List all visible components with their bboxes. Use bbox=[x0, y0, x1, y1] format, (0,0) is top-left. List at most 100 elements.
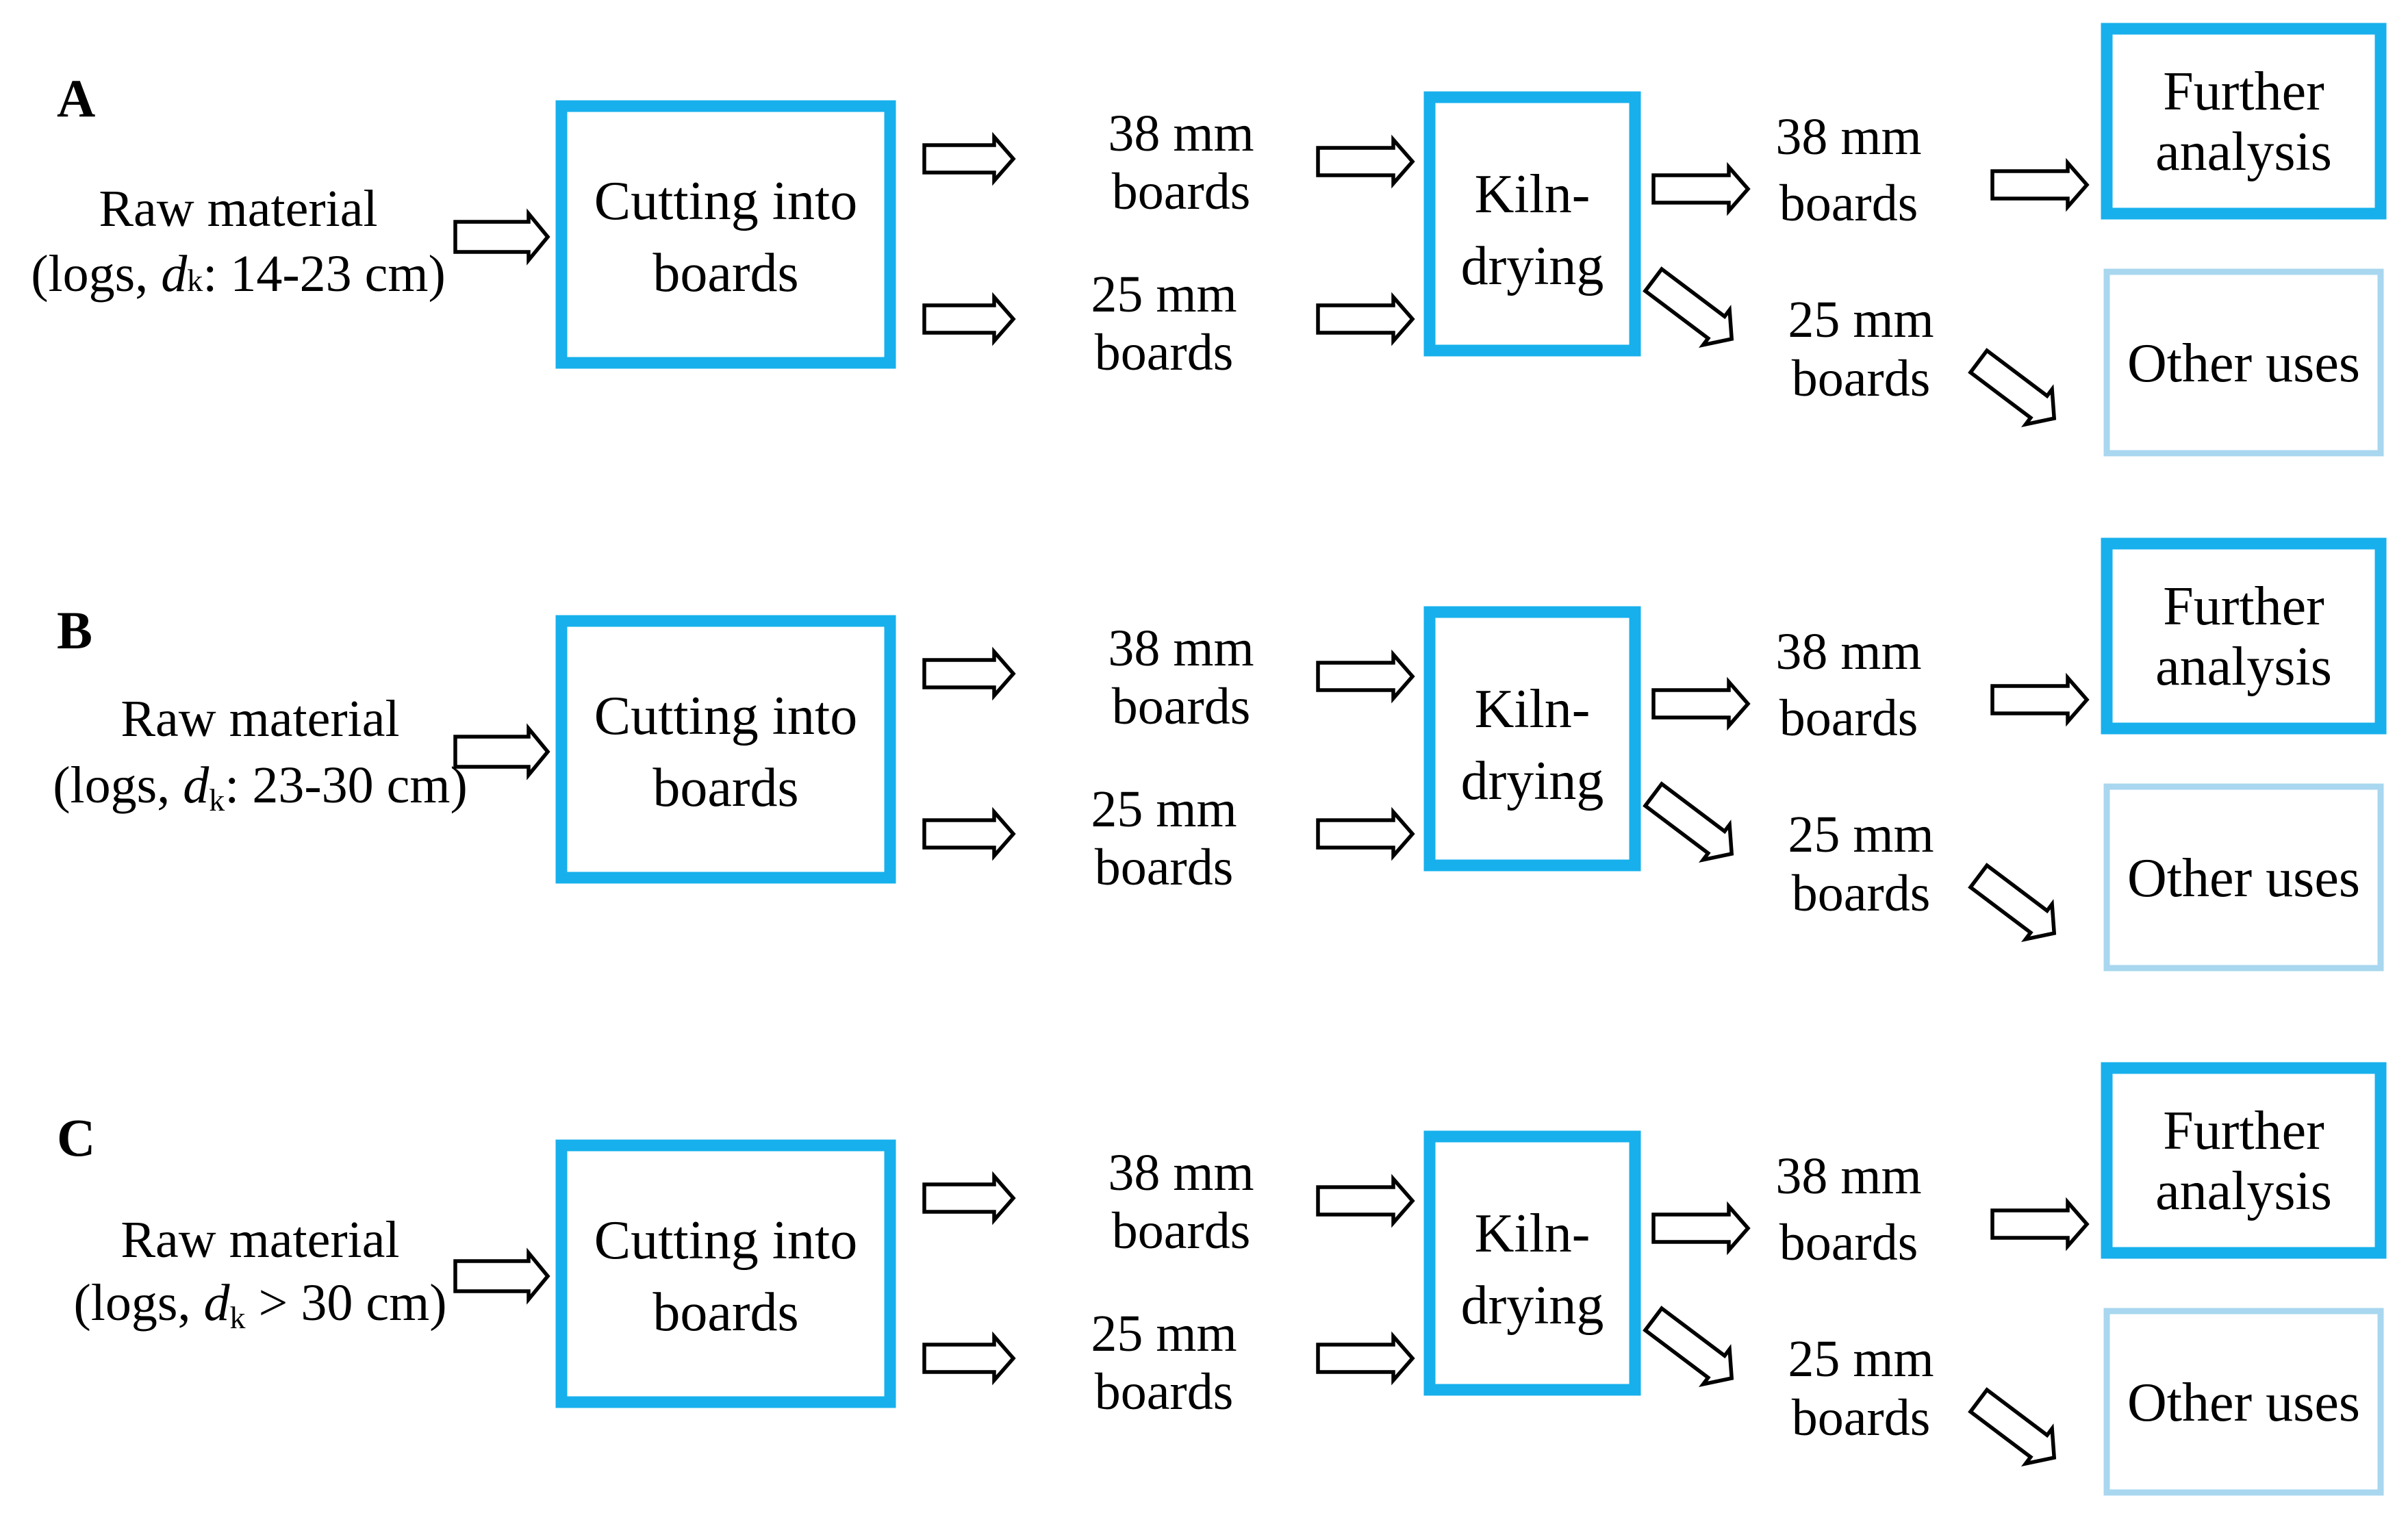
raw-material-line2: (logs, dk > 30 cm) bbox=[73, 1274, 446, 1335]
arrow-to-further-analysis bbox=[1990, 672, 2090, 727]
kiln-line2: drying bbox=[1461, 751, 1604, 811]
other-uses-label: Other uses bbox=[2127, 333, 2360, 394]
other-uses-label: Other uses bbox=[2127, 848, 2360, 909]
arrow-to-other-uses bbox=[1968, 1387, 2057, 1466]
further-analysis-box bbox=[2101, 537, 2387, 735]
dried-25mm-line1: 25 mm bbox=[1788, 291, 1934, 348]
cutting-line1: Cutting into bbox=[594, 171, 858, 231]
other-uses-label: Other uses bbox=[2127, 1373, 2360, 1433]
further-line2: analysis bbox=[2155, 1161, 2332, 1221]
boards-25mm-line2: boards bbox=[1095, 1363, 1234, 1421]
dried-25mm-line2: boards bbox=[1792, 350, 1931, 407]
boards-25mm-line2: boards bbox=[1095, 324, 1234, 381]
other-uses-box bbox=[2103, 1308, 2384, 1496]
boards-38mm-line1: 38 mm bbox=[1108, 105, 1254, 162]
further-analysis-box bbox=[2101, 23, 2387, 220]
arrow-kiln-to-dried-38mm bbox=[1651, 1201, 1751, 1256]
dried-25mm-line1: 25 mm bbox=[1788, 1330, 1934, 1388]
other-uses-box bbox=[2103, 783, 2384, 971]
boards-38mm-line2: boards bbox=[1112, 163, 1251, 220]
arrow-kiln-to-dried-25mm bbox=[1643, 1306, 1734, 1387]
kiln-drying-box bbox=[1423, 606, 1641, 872]
arrow-kiln-to-dried-25mm bbox=[1643, 781, 1734, 863]
boards-25mm-line1: 25 mm bbox=[1091, 266, 1237, 323]
arrow-cutting-to-38mm bbox=[922, 1171, 1016, 1225]
boards-25mm-line1: 25 mm bbox=[1091, 1305, 1237, 1362]
cutting-line2: boards bbox=[652, 1282, 798, 1343]
cutting-box bbox=[555, 100, 896, 369]
panel-letter: A bbox=[57, 68, 95, 128]
panel-a: A Raw material (logs, dk: 14-23 cm) Cutt… bbox=[31, 23, 2387, 457]
arrow-38mm-to-kiln bbox=[1316, 134, 1415, 189]
further-line2: analysis bbox=[2155, 637, 2332, 697]
raw-material-line2: (logs, dk: 14-23 cm) bbox=[31, 245, 446, 303]
panel-letter: B bbox=[57, 600, 92, 660]
cutting-line1: Cutting into bbox=[594, 1210, 858, 1271]
arrow-25mm-to-kiln bbox=[1316, 292, 1415, 346]
arrow-cutting-to-25mm bbox=[922, 807, 1016, 861]
panel-letter: C bbox=[57, 1108, 95, 1167]
kiln-line2: drying bbox=[1461, 1275, 1604, 1336]
arrow-to-further-analysis bbox=[1990, 157, 2090, 212]
cutting-box bbox=[555, 615, 896, 884]
cutting-line2: boards bbox=[652, 758, 798, 818]
arrow-to-other-uses bbox=[1968, 863, 2057, 942]
boards-38mm-line1: 38 mm bbox=[1108, 1144, 1254, 1202]
dried-25mm-line1: 25 mm bbox=[1788, 806, 1934, 863]
further-line1: Further bbox=[2163, 62, 2324, 122]
arrow-kiln-to-dried-38mm bbox=[1651, 676, 1751, 731]
dried-25mm-line2: boards bbox=[1792, 1389, 1931, 1447]
dried-38mm-line1: 38 mm bbox=[1775, 108, 1921, 166]
boards-38mm-line1: 38 mm bbox=[1108, 620, 1254, 677]
dried-38mm-line2: boards bbox=[1779, 689, 1918, 747]
raw-material-line1: Raw material bbox=[121, 1211, 399, 1269]
arrow-to-further-analysis bbox=[1990, 1197, 2090, 1252]
kiln-drying-box bbox=[1423, 91, 1641, 357]
boards-25mm-line1: 25 mm bbox=[1091, 780, 1237, 838]
dried-38mm-line1: 38 mm bbox=[1775, 623, 1921, 681]
kiln-line2: drying bbox=[1461, 236, 1604, 296]
dried-38mm-line2: boards bbox=[1779, 175, 1918, 232]
kiln-line1: Kiln- bbox=[1475, 164, 1590, 225]
further-line1: Further bbox=[2163, 1101, 2324, 1161]
arrow-25mm-to-kiln bbox=[1316, 807, 1415, 861]
arrow-38mm-to-kiln bbox=[1316, 1173, 1415, 1228]
raw-material-label: Raw material (logs, dk > 30 cm) bbox=[73, 1211, 446, 1335]
further-analysis-box bbox=[2101, 1062, 2387, 1259]
boards-38mm-line2: boards bbox=[1112, 1202, 1251, 1260]
kiln-line1: Kiln- bbox=[1475, 1204, 1590, 1264]
raw-material-line1: Raw material bbox=[121, 690, 399, 748]
further-line2: analysis bbox=[2155, 122, 2332, 182]
other-uses-box bbox=[2103, 268, 2384, 457]
arrow-kiln-to-dried-38mm bbox=[1651, 162, 1751, 216]
arrow-cutting-to-25mm bbox=[922, 1331, 1016, 1386]
raw-material-label: Raw material (logs, dk: 14-23 cm) bbox=[31, 180, 446, 303]
arrow-raw-to-cutting bbox=[453, 723, 550, 780]
dried-38mm-line2: boards bbox=[1779, 1214, 1918, 1271]
kiln-drying-box bbox=[1423, 1130, 1641, 1396]
panel-c: C Raw material (logs, dk > 30 cm) Cuttin… bbox=[57, 1062, 2387, 1496]
arrow-cutting-to-25mm bbox=[922, 292, 1016, 346]
boards-25mm-line2: boards bbox=[1095, 839, 1234, 896]
arrow-25mm-to-kiln bbox=[1316, 1331, 1415, 1386]
arrow-raw-to-cutting bbox=[453, 208, 550, 266]
arrow-cutting-to-38mm bbox=[922, 646, 1016, 701]
boards-38mm-line2: boards bbox=[1112, 678, 1251, 735]
further-line1: Further bbox=[2163, 576, 2324, 637]
dried-38mm-line1: 38 mm bbox=[1775, 1147, 1921, 1205]
arrow-to-other-uses bbox=[1968, 348, 2057, 427]
arrow-raw-to-cutting bbox=[453, 1247, 550, 1305]
arrow-kiln-to-dried-25mm bbox=[1643, 266, 1734, 348]
panel-b: B Raw material (logs, dk: 23-30 cm) Cutt… bbox=[53, 537, 2387, 971]
raw-material-label: Raw material (logs, dk: 23-30 cm) bbox=[53, 690, 468, 817]
raw-material-line1: Raw material bbox=[99, 180, 377, 238]
cutting-box bbox=[555, 1139, 896, 1408]
arrow-38mm-to-kiln bbox=[1316, 649, 1415, 704]
dried-25mm-line2: boards bbox=[1792, 865, 1931, 922]
arrow-cutting-to-38mm bbox=[922, 131, 1016, 186]
kiln-line1: Kiln- bbox=[1475, 679, 1590, 739]
cutting-line2: boards bbox=[652, 243, 798, 303]
cutting-line1: Cutting into bbox=[594, 686, 858, 746]
raw-material-line2: (logs, dk: 23-30 cm) bbox=[53, 757, 468, 817]
